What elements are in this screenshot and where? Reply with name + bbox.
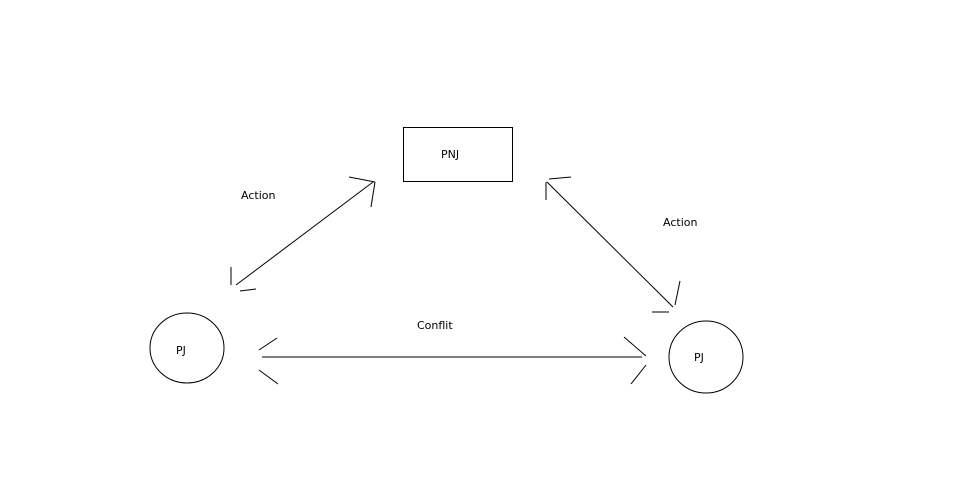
edge-pnj-pj-right-label: Action: [663, 216, 698, 229]
edge-pj-left-pnj: [230, 176, 376, 292]
edge-pj-left-pnj-label: Action: [241, 189, 276, 202]
pj-right-node-label: PJ: [694, 351, 704, 364]
arrowhead-pj-right-side-a: [674, 280, 681, 306]
arrowhead-pnj-side-a: [548, 176, 572, 180]
arrowhead-right-end-upper: [623, 336, 647, 357]
pnj-node-box: [403, 127, 513, 182]
edge-pnj-pj-right: [545, 176, 681, 313]
arrowhead-pnj-end-b: [370, 181, 376, 208]
edge-pnj-pj-right-line: [546, 181, 674, 308]
arrowhead-right-end-lower: [630, 364, 647, 385]
arrowhead-left-end-upper: [258, 337, 278, 351]
pnj-node-label: PNJ: [441, 148, 460, 161]
pj-right-node-circle: [668, 320, 744, 394]
arrowhead-pnj-end-a: [348, 176, 376, 183]
arrowhead-pj-left-end-b: [239, 288, 257, 292]
edge-pj-left-pj-right: [258, 336, 647, 385]
edge-pj-left-pj-right-label: Conflit: [417, 319, 453, 332]
arrowhead-left-end-lower: [258, 369, 279, 385]
pj-left-node-label: PJ: [176, 344, 186, 357]
pj-left-node-circle: [149, 312, 225, 384]
edge-pj-left-pnj-line: [235, 181, 374, 286]
